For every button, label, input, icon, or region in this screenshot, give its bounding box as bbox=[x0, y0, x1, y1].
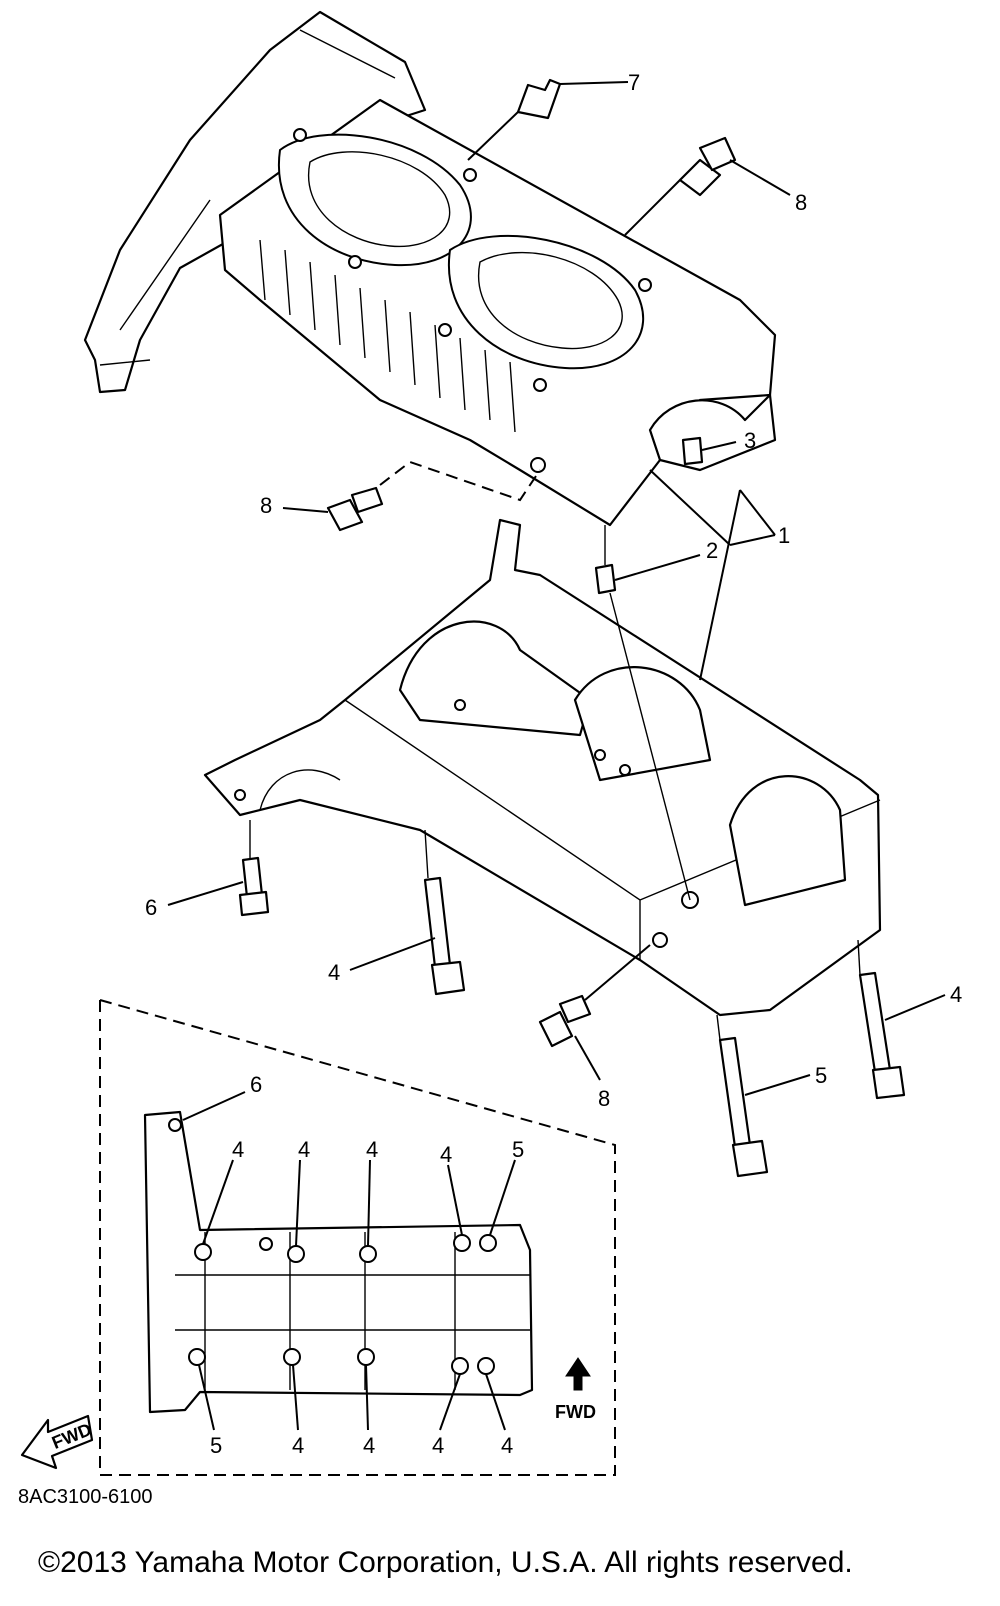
part-4-bolt-left bbox=[349, 829, 466, 996]
part-6-bolt bbox=[167, 820, 270, 917]
callout-3: 3 bbox=[744, 428, 756, 453]
lower-crankcase bbox=[203, 518, 882, 1017]
inset-callout-bot-2: 4 bbox=[292, 1433, 304, 1458]
inset-callout-bot-1: 5 bbox=[210, 1433, 222, 1458]
inset-callout-bot-5: 4 bbox=[501, 1433, 513, 1458]
callout-8-left: 8 bbox=[260, 493, 272, 518]
fwd-label-up: FWD bbox=[555, 1402, 596, 1422]
part-1-leader bbox=[649, 469, 776, 681]
inset-callout-top-3: 4 bbox=[366, 1137, 378, 1162]
callout-8-top: 8 bbox=[795, 190, 807, 215]
part-7-stud bbox=[467, 78, 629, 161]
part-4-bolt-right bbox=[857, 939, 946, 1100]
inset-callout-top-4: 4 bbox=[440, 1142, 452, 1167]
part-5-bolt bbox=[716, 1014, 811, 1178]
callout-5-right: 5 bbox=[815, 1063, 827, 1088]
callout-2: 2 bbox=[706, 538, 718, 563]
inset-callout-bot-3: 4 bbox=[363, 1433, 375, 1458]
inset-callout-bot-4: 4 bbox=[432, 1433, 444, 1458]
callout-4-left: 4 bbox=[328, 960, 340, 985]
callout-1: 1 bbox=[778, 523, 790, 548]
callout-4-right: 4 bbox=[950, 982, 962, 1007]
upper-crankcase bbox=[83, 10, 777, 527]
fwd-arrow-icon-up bbox=[565, 1357, 591, 1391]
callout-8-bottom: 8 bbox=[598, 1086, 610, 1111]
part-2-dowel bbox=[594, 525, 701, 901]
part-8-bolt-left bbox=[282, 460, 541, 532]
callout-6: 6 bbox=[145, 895, 157, 920]
part-3-dowel bbox=[681, 436, 737, 466]
part-8-bolt-bottom bbox=[538, 944, 651, 1081]
part-8-bolt-top bbox=[624, 136, 791, 236]
inset-callout-6: 6 bbox=[250, 1072, 262, 1097]
copyright-notice: ©2013 Yamaha Motor Corporation, U.S.A. A… bbox=[38, 1546, 853, 1579]
callout-7: 7 bbox=[628, 70, 640, 95]
fwd-arrow-icon-left bbox=[20, 1414, 94, 1470]
inset-callout-top-1: 4 bbox=[232, 1137, 244, 1162]
diagram-code: 8AC3100-6100 bbox=[18, 1486, 153, 1508]
bottom-view-inset bbox=[99, 998, 616, 1476]
inset-callout-top-2: 4 bbox=[298, 1137, 310, 1162]
inset-callout-top-5: 5 bbox=[512, 1137, 524, 1162]
